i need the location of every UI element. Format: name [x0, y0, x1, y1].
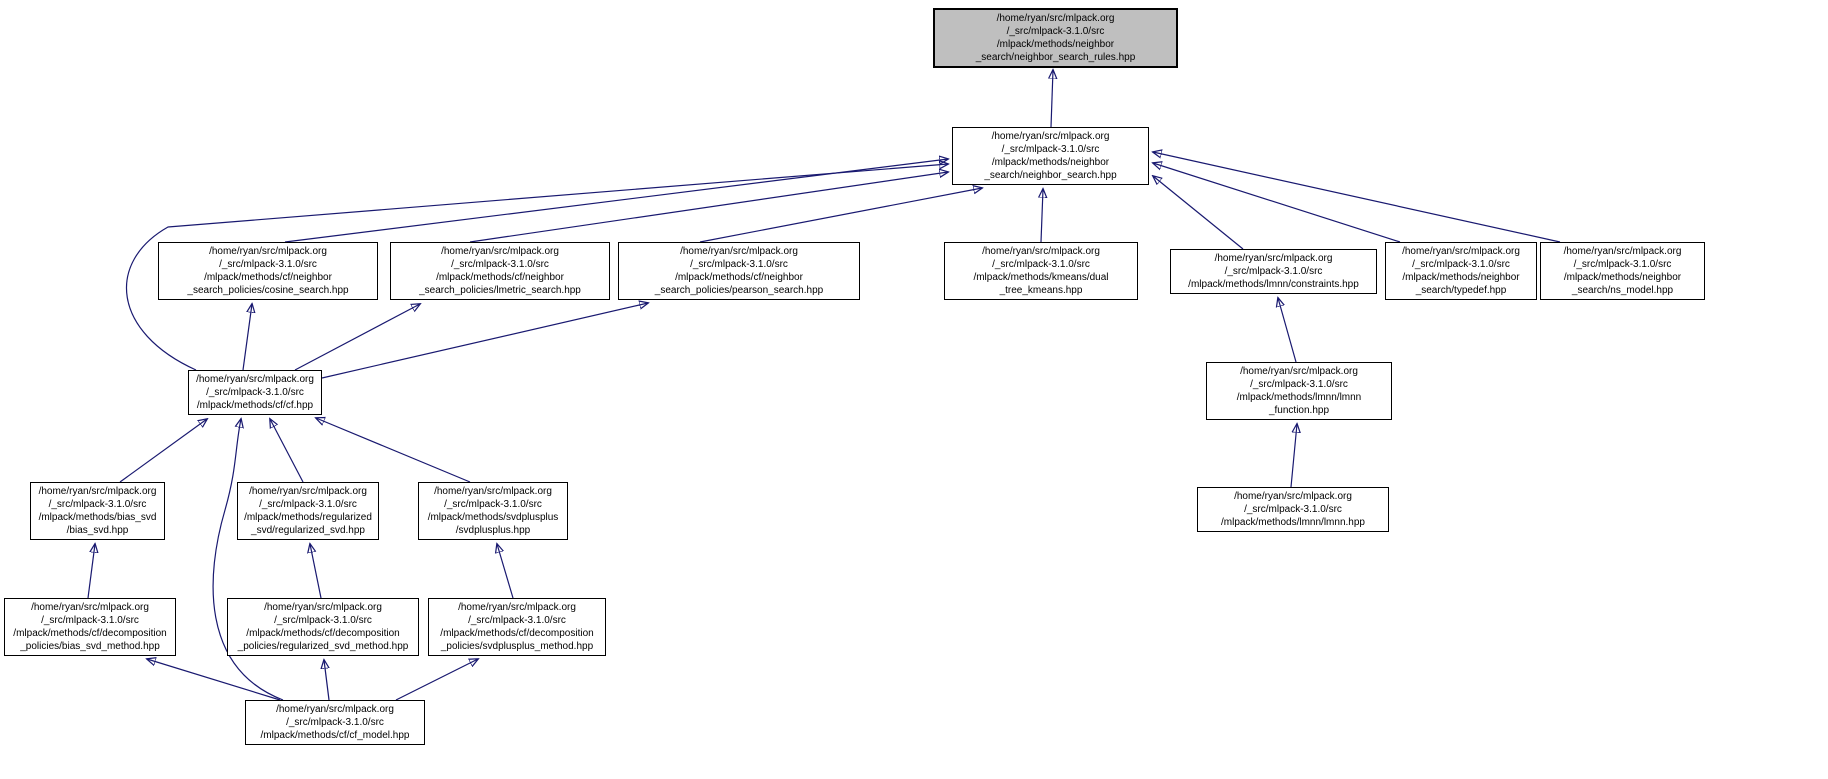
node-pearson-search-hpp[interactable]: /home/ryan/src/mlpack.org /_src/mlpack-3… — [618, 242, 860, 300]
edge-neighbor-search-to-rules — [1051, 70, 1053, 128]
node-cf-hpp[interactable]: /home/ryan/src/mlpack.org /_src/mlpack-3… — [188, 370, 322, 415]
node-cf-model-hpp[interactable]: /home/ryan/src/mlpack.org /_src/mlpack-3… — [245, 700, 425, 745]
edge-lmnn-to-lmnnfunction — [1290, 424, 1297, 488]
edge-biasmethod-to-biassvd — [87, 544, 95, 599]
node-svdplusplus-method-hpp[interactable]: /home/ryan/src/mlpack.org /_src/mlpack-3… — [428, 598, 606, 656]
node-bias-svd-hpp[interactable]: /home/ryan/src/mlpack.org /_src/mlpack-3… — [30, 482, 165, 540]
edge-constraints-to-neighbor-search — [1153, 176, 1244, 250]
node-regularized-svd-method-hpp[interactable]: /home/ryan/src/mlpack.org /_src/mlpack-3… — [227, 598, 419, 656]
node-neighbor-search-typedef-hpp[interactable]: /home/ryan/src/mlpack.org /_src/mlpack-3… — [1385, 242, 1537, 300]
node-regularized-svd-hpp[interactable]: /home/ryan/src/mlpack.org /_src/mlpack-3… — [237, 482, 379, 540]
node-neighbor-search-rules-hpp: /home/ryan/src/mlpack.org /_src/mlpack-3… — [933, 8, 1178, 68]
edge-typedef-to-neighbor-search — [1153, 163, 1401, 243]
edge-regmethod-to-regsvd — [310, 544, 322, 599]
edge-cf-to-cosine — [242, 304, 252, 371]
node-lmnn-function-hpp[interactable]: /home/ryan/src/mlpack.org /_src/mlpack-3… — [1206, 362, 1392, 420]
node-svdplusplus-hpp[interactable]: /home/ryan/src/mlpack.org /_src/mlpack-3… — [418, 482, 568, 540]
node-lmnn-hpp[interactable]: /home/ryan/src/mlpack.org /_src/mlpack-3… — [1197, 487, 1389, 532]
node-lmetric-search-hpp[interactable]: /home/ryan/src/mlpack.org /_src/mlpack-3… — [390, 242, 610, 300]
edge-cf-to-lmetric — [294, 304, 420, 371]
edge-cfmodel-to-svdppmethod — [395, 659, 478, 701]
node-ns-model-hpp[interactable]: /home/ryan/src/mlpack.org /_src/mlpack-3… — [1540, 242, 1705, 300]
edge-cfmodel-to-regmethod — [324, 660, 329, 701]
edge-kmeans-to-neighbor-search — [1041, 189, 1043, 243]
node-lmnn-constraints-hpp[interactable]: /home/ryan/src/mlpack.org /_src/mlpack-3… — [1170, 249, 1377, 294]
edge-svdppmethod-to-svdpp — [497, 544, 514, 599]
edge-pearson-to-neighbor-search — [699, 188, 982, 243]
node-neighbor-search-hpp[interactable]: /home/ryan/src/mlpack.org /_src/mlpack-3… — [952, 127, 1149, 185]
edge-svdpp-to-cf — [316, 418, 471, 483]
edge-biassvd-to-cf — [119, 419, 207, 483]
edge-lmetric-to-neighbor-search — [469, 172, 948, 243]
node-bias-svd-method-hpp[interactable]: /home/ryan/src/mlpack.org /_src/mlpack-3… — [4, 598, 176, 656]
edge-cf-to-neighbor-search — [125, 164, 948, 371]
edge-cosine-to-neighbor-search — [284, 159, 948, 243]
edge-nsmodel-to-neighbor-search — [1153, 152, 1561, 243]
edge-cf-to-pearson — [321, 303, 648, 379]
edge-lmnnfunction-to-constraints — [1278, 298, 1297, 363]
node-cosine-search-hpp[interactable]: /home/ryan/src/mlpack.org /_src/mlpack-3… — [158, 242, 378, 300]
edge-regsvd-to-cf — [270, 419, 304, 483]
edge-cfmodel-to-cf — [212, 419, 284, 701]
edge-cfmodel-to-biasmethod — [147, 659, 281, 701]
node-dual-tree-kmeans-hpp[interactable]: /home/ryan/src/mlpack.org /_src/mlpack-3… — [944, 242, 1138, 300]
